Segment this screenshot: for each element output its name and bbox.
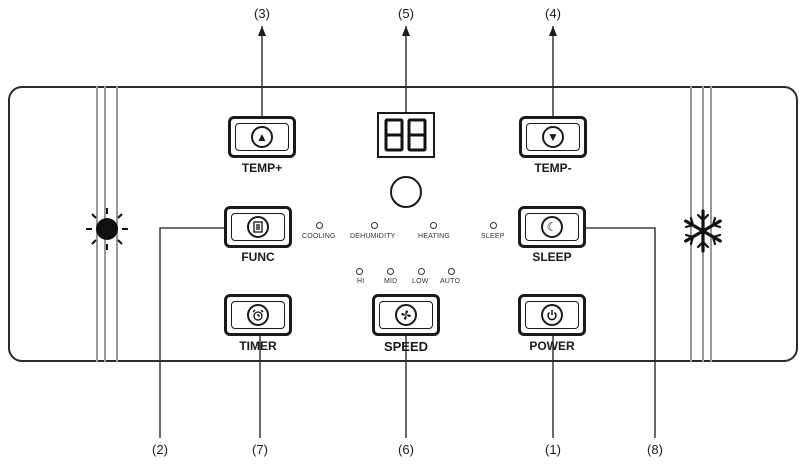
callout-2: (2) — [152, 442, 168, 457]
temp-minus-label: TEMP- — [534, 161, 572, 175]
power-button[interactable] — [518, 294, 586, 336]
hi-indicator-label: HI — [357, 278, 365, 285]
callout-3: (3) — [254, 6, 270, 21]
down-arrow-icon: ▼ — [542, 126, 564, 148]
temp-plus-label: TEMP+ — [241, 161, 283, 175]
hi-led — [356, 268, 363, 275]
sleep-button[interactable]: ☾ — [518, 206, 586, 248]
mid-led — [387, 268, 394, 275]
ir-receiver — [390, 176, 422, 208]
speed-label: SPEED — [383, 339, 429, 354]
mid-indicator-label: MID — [384, 278, 398, 285]
callout-8: (8) — [647, 442, 663, 457]
up-arrow-icon: ▲ — [251, 126, 273, 148]
leader-line-2 — [159, 227, 228, 438]
divider-stripe — [96, 86, 98, 362]
control-panel — [8, 86, 798, 362]
arrowhead-4 — [549, 26, 557, 36]
callout-7: (7) — [252, 442, 268, 457]
low-indicator-label: LOW — [412, 278, 429, 285]
divider-stripe — [710, 86, 712, 362]
dehumidity-indicator-label: DEHUMIDITY — [350, 233, 396, 240]
auto-led — [448, 268, 455, 275]
sleep-indicator-label: SLEEP — [481, 233, 505, 240]
dehumidity-led — [371, 222, 378, 229]
leader-line-8 — [586, 227, 656, 438]
temp-minus-button[interactable]: ▼ — [519, 116, 587, 158]
temperature-display: 88 — [377, 112, 435, 158]
temp-plus-button[interactable]: ▲ — [228, 116, 296, 158]
func-label: FUNC — [241, 250, 275, 264]
arrowhead-5 — [402, 26, 410, 36]
sun-icon — [86, 208, 128, 250]
cooling-indicator-label: COOLING — [302, 233, 336, 240]
speed-button[interactable] — [372, 294, 440, 336]
arrowhead-3 — [258, 26, 266, 36]
alarm-clock-icon — [247, 304, 269, 326]
heating-indicator-label: HEATING — [418, 233, 450, 240]
fan-icon — [395, 304, 417, 326]
sleep-label: SLEEP — [532, 250, 572, 264]
timer-label: TIMER — [239, 339, 277, 353]
low-led — [418, 268, 425, 275]
snowflake-icon — [684, 209, 722, 253]
power-icon — [541, 304, 563, 326]
power-label: POWER — [529, 339, 575, 353]
heating-led — [430, 222, 437, 229]
callout-6: (6) — [398, 442, 414, 457]
seven-segment-digits — [384, 118, 427, 152]
function-icon — [247, 216, 269, 238]
callout-4: (4) — [545, 6, 561, 21]
divider-stripe — [116, 86, 118, 362]
sleep-led — [490, 222, 497, 229]
moon-icon: ☾ — [541, 216, 563, 238]
timer-button[interactable] — [224, 294, 292, 336]
callout-1: (1) — [545, 442, 561, 457]
func-button[interactable] — [224, 206, 292, 248]
callout-5: (5) — [398, 6, 414, 21]
auto-indicator-label: AUTO — [440, 278, 461, 285]
cooling-led — [316, 222, 323, 229]
